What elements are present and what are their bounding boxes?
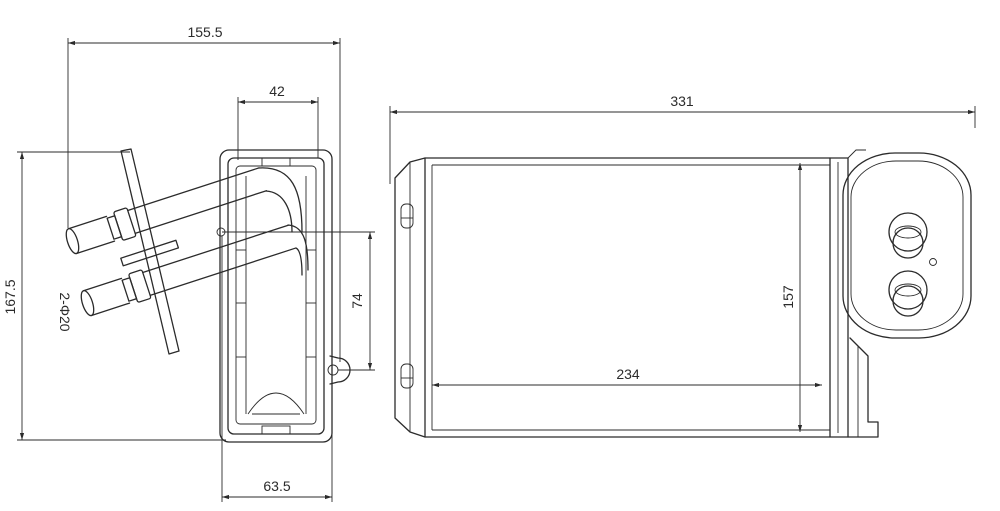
dimension-core-height-label: 157: [780, 285, 796, 309]
pipe-bends: [258, 167, 309, 276]
pipe-spec-label: 2-Φ20: [57, 292, 73, 331]
dimension-overall-height: 167.5: [2, 151, 226, 441]
upper-port: [888, 212, 928, 259]
core: [424, 157, 849, 438]
dimension-core-width-label: 234: [616, 366, 640, 382]
left-side-plate: [394, 157, 426, 438]
dimension-overall-length-label: 331: [670, 93, 694, 109]
dimension-housing-top: 42: [237, 83, 319, 160]
upper-pipe: [65, 167, 268, 255]
dimension-housing-top-label: 42: [269, 83, 285, 99]
right-bracket: [847, 149, 879, 438]
lower-pipe: [80, 224, 297, 317]
dimension-pipe-spacing: 74: [222, 231, 375, 371]
lower-port: [888, 270, 928, 317]
lower-clip: [400, 363, 414, 389]
front-view: 331: [389, 93, 976, 438]
upper-clip: [400, 203, 414, 229]
dimension-core-width: 234: [432, 366, 822, 388]
dimension-housing-depth: 63.5: [221, 236, 333, 502]
end-tank: [842, 152, 972, 339]
side-view: 155.5 42 167.5 74 63.5: [2, 24, 375, 502]
dimension-overall-length: 331: [389, 93, 976, 184]
dimension-core-height: 157: [780, 163, 803, 432]
mounting-lug: [327, 355, 351, 385]
dimension-pipe-spacing-label: 74: [349, 293, 365, 309]
flange-plate: [120, 148, 180, 355]
dimension-housing-depth-label: 63.5: [263, 478, 290, 494]
dimension-top-span: 155.5: [67, 24, 341, 362]
dimension-overall-height-label: 167.5: [2, 279, 18, 314]
dimension-top-span-label: 155.5: [187, 24, 222, 40]
tank-housing: [216, 149, 333, 443]
pipe-spacer: [120, 239, 180, 267]
